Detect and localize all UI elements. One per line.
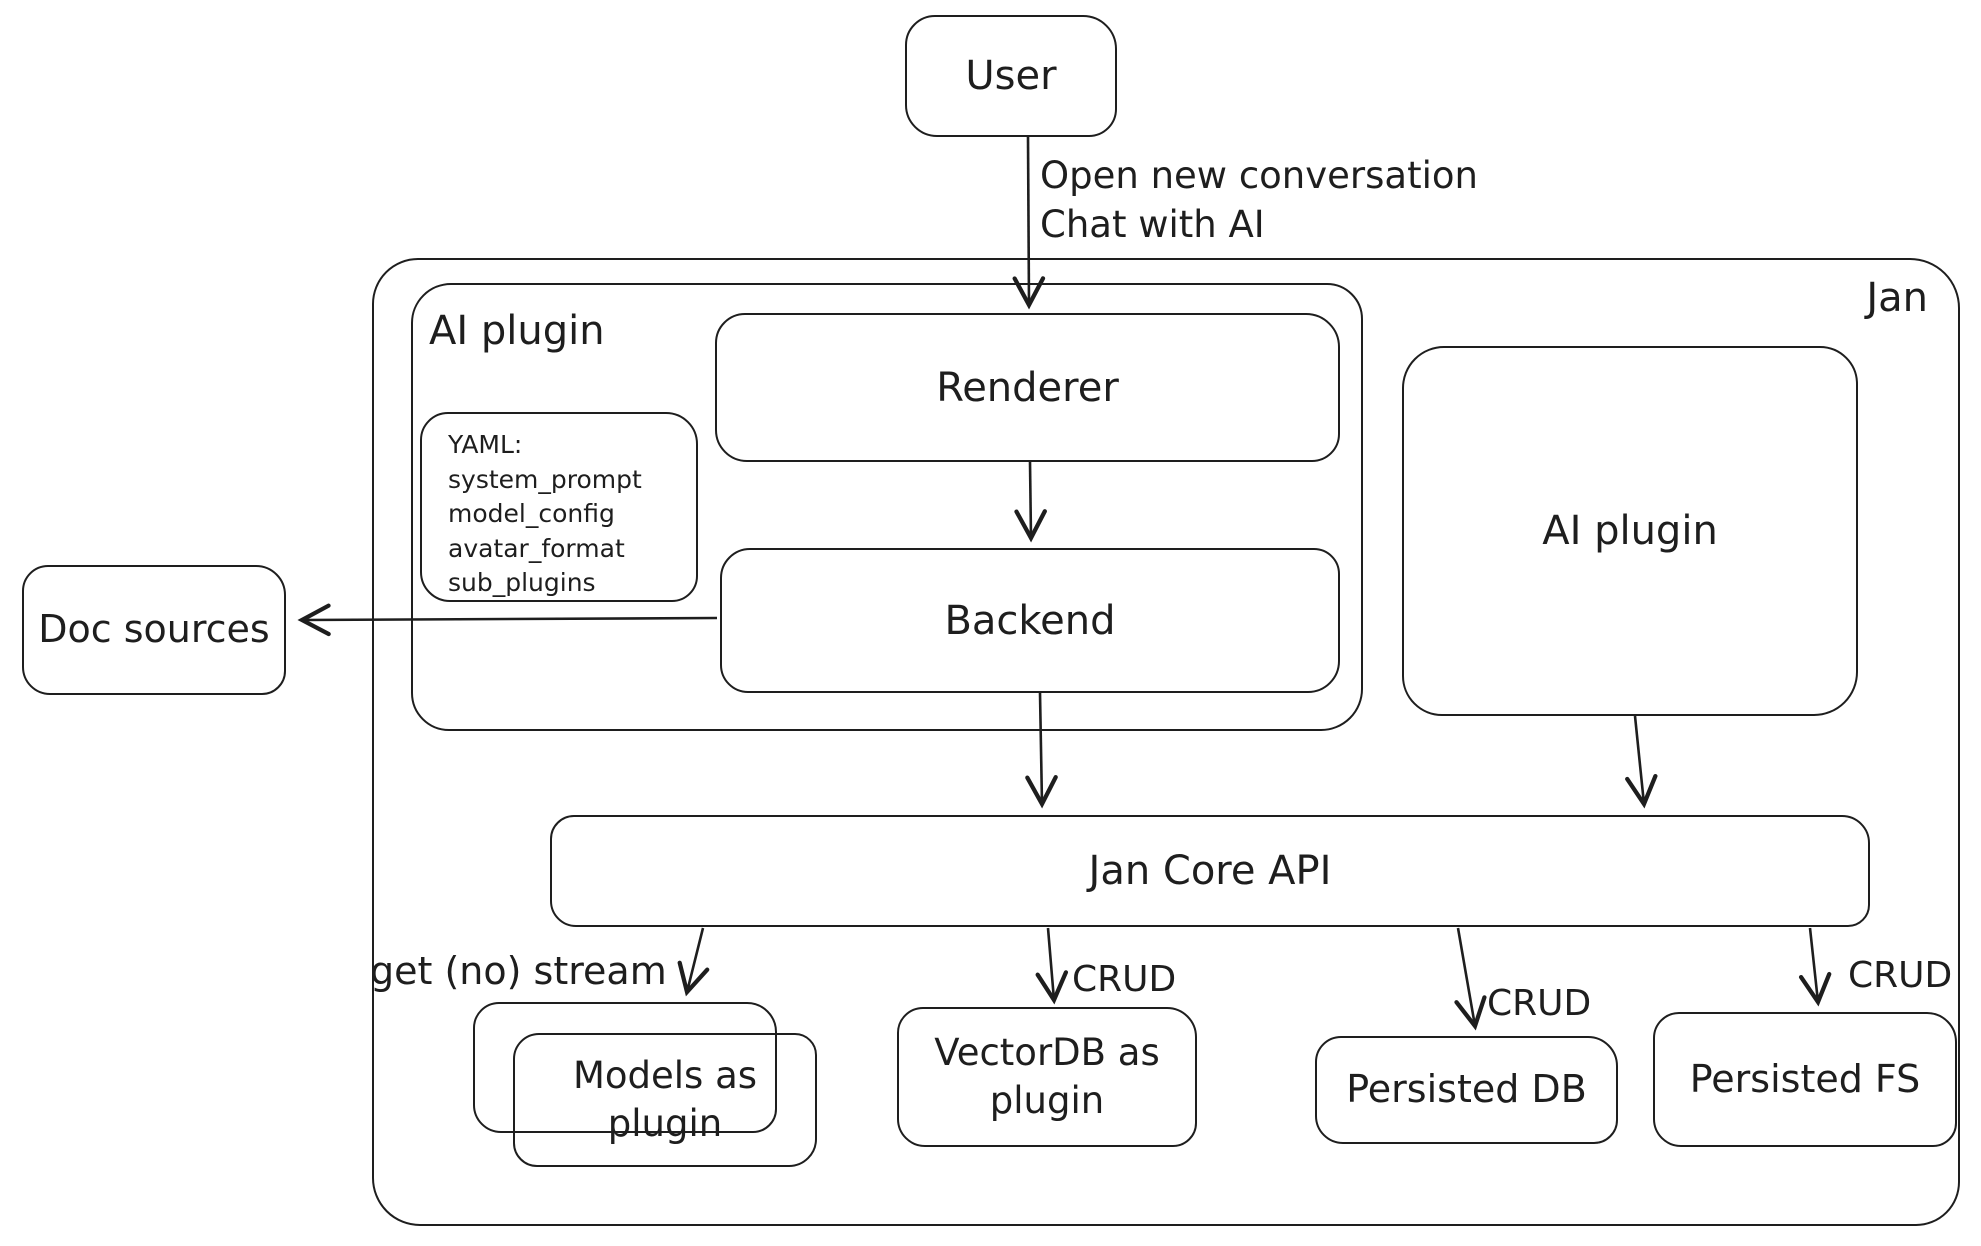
- node-backend-label: Backend: [944, 597, 1116, 644]
- node-ai-plugin-container-label: AI plugin: [429, 308, 605, 354]
- yaml-line: model_config: [448, 499, 615, 528]
- node-vectordb-as-plugin: VectorDB as plugin: [897, 1007, 1197, 1147]
- vectordb-label-line2: plugin: [989, 1079, 1105, 1122]
- node-persisted-db: Persisted DB: [1315, 1036, 1618, 1144]
- node-backend: Backend: [720, 548, 1340, 693]
- node-ai-plugin-right-label: AI plugin: [1542, 508, 1718, 554]
- models-label-line2: plugin: [607, 1102, 723, 1145]
- node-jan-core-api: Jan Core API: [550, 815, 1870, 927]
- node-user: User: [905, 15, 1117, 137]
- node-persisted-db-label: Persisted DB: [1346, 1067, 1587, 1112]
- yaml-line: YAML:: [448, 430, 523, 459]
- node-doc-sources-label: Doc sources: [38, 607, 270, 652]
- node-jan-core-api-label: Jan Core API: [1088, 848, 1332, 894]
- node-jan-label: Jan: [1866, 275, 1928, 321]
- yaml-note-text: YAML: system_prompt model_config avatar_…: [448, 428, 642, 601]
- yaml-line: avatar_format: [448, 533, 625, 563]
- models-label-line1: Models as: [572, 1053, 758, 1097]
- node-models-as-plugin: Models as plugin: [513, 1033, 817, 1167]
- yaml-line: system_prompt: [448, 464, 642, 494]
- yaml-line: sub_plugins: [448, 568, 596, 597]
- node-doc-sources: Doc sources: [22, 565, 286, 695]
- node-user-label: User: [965, 53, 1057, 99]
- node-models-as-plugin-label: Models as plugin: [573, 1054, 757, 1147]
- node-models-as-plugin-back-box: [473, 1002, 777, 1133]
- node-renderer: Renderer: [715, 313, 1340, 462]
- node-renderer-label: Renderer: [936, 364, 1119, 411]
- vectordb-label-line1: VectorDB as: [934, 1030, 1160, 1074]
- node-ai-plugin-container: AI plugin: [411, 283, 1363, 731]
- node-persisted-fs: Persisted FS: [1653, 1012, 1957, 1147]
- node-persisted-fs-label: Persisted FS: [1689, 1056, 1921, 1101]
- node-vectordb-label: VectorDB as plugin: [934, 1031, 1160, 1124]
- node-yaml-note: YAML: system_prompt model_config avatar_…: [420, 412, 698, 602]
- node-ai-plugin-right: AI plugin: [1402, 346, 1858, 716]
- node-jan-container: Jan: [372, 258, 1960, 1226]
